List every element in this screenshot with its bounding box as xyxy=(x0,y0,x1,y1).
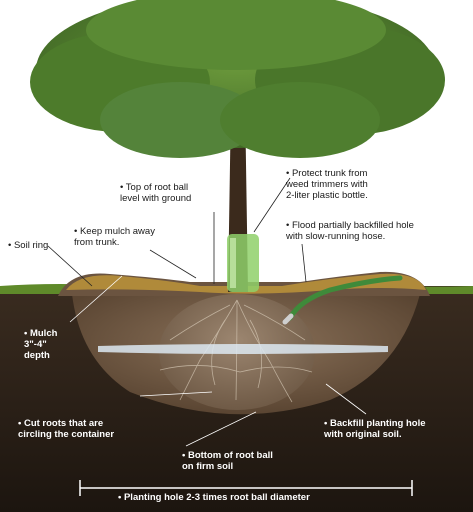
label-flood-hole: • Flood partially backfilled hole with s… xyxy=(286,220,414,242)
label-mulch-depth: • Mulch 3"-4" depth xyxy=(24,328,57,361)
label-backfill: • Backfill planting hole with original s… xyxy=(324,418,426,440)
label-top-root-ball: • Top of root ball level with ground xyxy=(120,182,191,204)
label-bottom-root-ball: • Bottom of root ball on firm soil xyxy=(182,450,273,472)
label-planting-hole: • Planting hole 2-3 times root ball diam… xyxy=(118,492,310,503)
label-protect-trunk: • Protect trunk from weed trimmers with … xyxy=(286,168,368,201)
label-keep-mulch-away: • Keep mulch away from trunk. xyxy=(74,226,155,248)
label-cut-roots: • Cut roots that are circling the contai… xyxy=(18,418,114,440)
water-level xyxy=(98,344,388,354)
label-soil-ring: • Soil ring xyxy=(8,240,48,251)
